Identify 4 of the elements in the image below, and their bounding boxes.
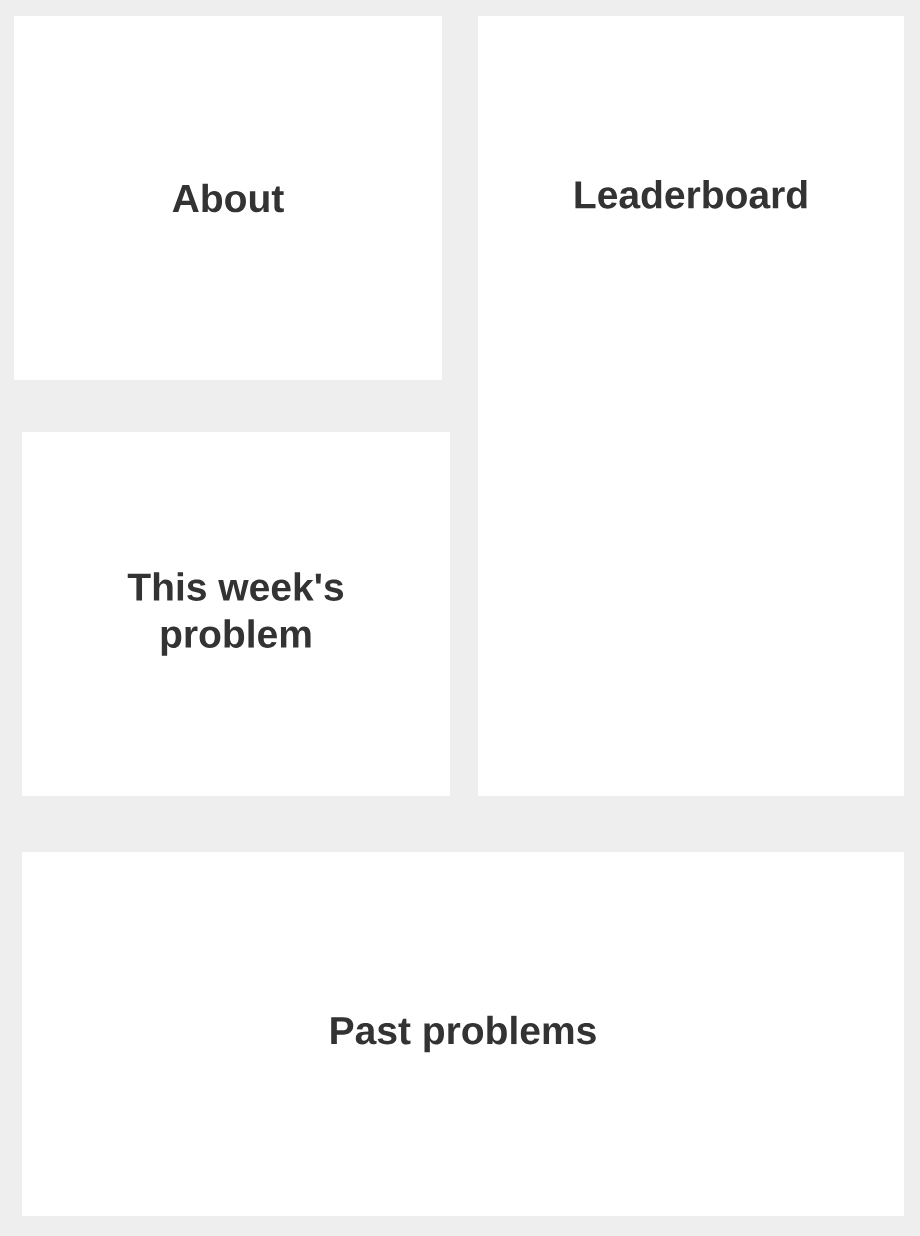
panel: Leaderboard: [478, 16, 904, 796]
panel: Past problems: [22, 852, 904, 1216]
panel: About: [14, 16, 442, 380]
panel: This week's problem: [22, 432, 450, 796]
